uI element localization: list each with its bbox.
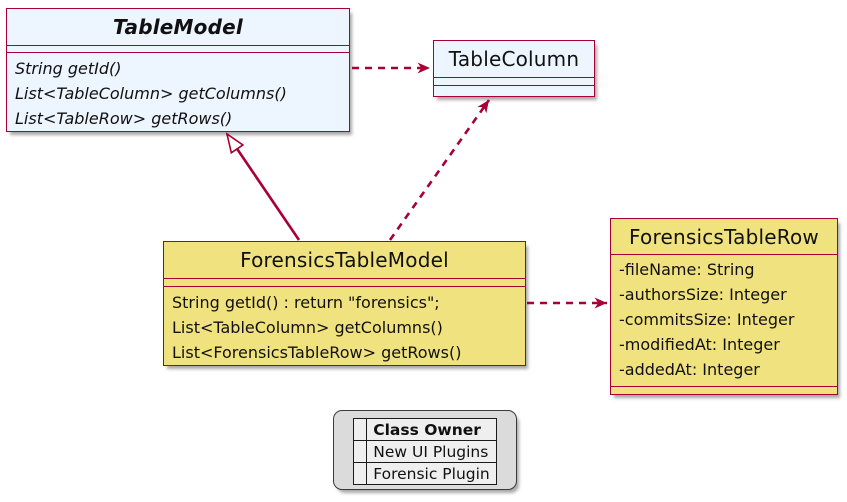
inheritance-arrow-forensicstablemodel-tablemodel (227, 134, 301, 241)
class-title-tablemodel: TableModel (7, 9, 349, 46)
class-title-forensicstablemodel: ForensicsTableModel (164, 242, 525, 279)
field-line: -fileName: String (619, 260, 755, 279)
legend-swatch-none (353, 418, 368, 441)
empty-methods-compartment (611, 386, 837, 396)
fields-compartment-forensicstablerow: -fileName: String -authorsSize: Integer … (611, 255, 837, 386)
field-line: -modifiedAt: Integer (619, 335, 780, 354)
legend-table: Class Owner New UI Plugins Forensic Plug… (353, 418, 497, 485)
legend: Class Owner New UI Plugins Forensic Plug… (333, 410, 517, 490)
legend-swatch-yellow (353, 462, 368, 485)
class-box-forensicstablerow: ForensicsTableRow -fileName: String -aut… (610, 218, 838, 395)
legend-label: Forensic Plugin (366, 462, 497, 485)
legend-header-row: Class Owner (353, 418, 497, 441)
dependency-arrow-forensicstablemodel-tablecolumn (388, 99, 491, 241)
class-box-tablecolumn: TableColumn (433, 40, 595, 97)
legend-row-forensic-plugin: Forensic Plugin (353, 462, 497, 485)
methods-compartment-tablemodel: String getId() List<TableColumn> getColu… (7, 53, 349, 135)
methods-compartment-forensicstablemodel: String getId() : return "forensics"; Lis… (164, 287, 525, 369)
field-line: -authorsSize: Integer (619, 285, 787, 304)
class-title-tablecolumn: TableColumn (434, 41, 594, 78)
legend-row-new-ui-plugins: New UI Plugins (353, 440, 497, 463)
empty-fields-compartment (7, 46, 349, 53)
method-line: List<TableRow> getRows() (15, 109, 233, 128)
empty-fields-compartment (434, 78, 594, 86)
method-line: List<TableColumn> getColumns() (15, 84, 287, 103)
class-box-tablemodel: TableModel String getId() List<TableColu… (6, 8, 350, 132)
field-line: -commitsSize: Integer (619, 310, 795, 329)
method-line: List<ForensicsTableRow> getRows() (172, 343, 462, 362)
field-line: -addedAt: Integer (619, 360, 760, 379)
method-line: List<TableColumn> getColumns() (172, 318, 443, 337)
class-title-forensicstablerow: ForensicsTableRow (611, 219, 837, 255)
legend-swatch-blue (353, 440, 368, 463)
empty-methods-compartment (434, 86, 594, 93)
empty-fields-compartment (164, 279, 525, 287)
method-line: String getId() : return "forensics"; (172, 293, 440, 312)
legend-title: Class Owner (366, 418, 497, 441)
legend-label: New UI Plugins (366, 440, 497, 463)
class-box-forensicstablemodel: ForensicsTableModel String getId() : ret… (163, 241, 526, 366)
method-line: String getId() (15, 59, 122, 78)
